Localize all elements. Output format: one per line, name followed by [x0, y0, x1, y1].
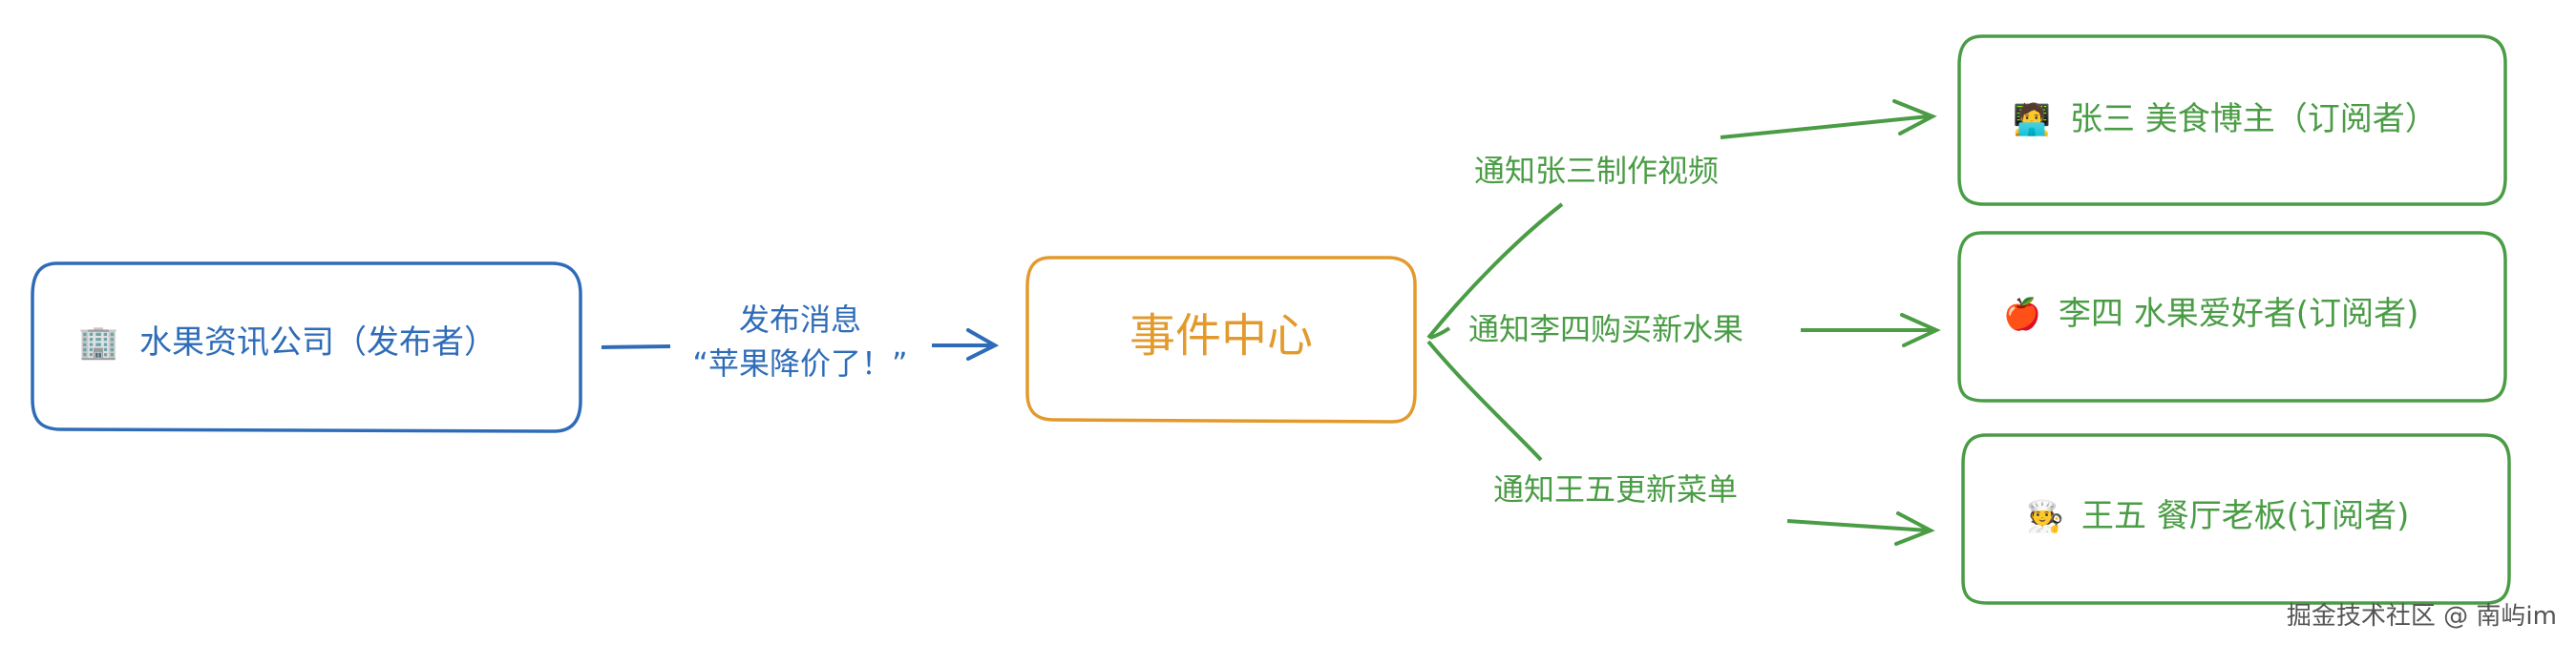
subscriber-label-wangwu: 王五 餐厅老板(订阅者) — [2081, 497, 2409, 535]
arrowhead-wangwu — [1894, 511, 1935, 546]
publish-edge-label-line2: “苹果降价了！” — [692, 345, 907, 382]
watermark: 掘金技术社区 @ 南屿im — [2286, 602, 2557, 631]
subscriber-node-lisi: 🍎 李四 水果爱好者(订阅者) — [1957, 231, 2507, 403]
edge-label-lisi: 通知李四购买新水果 — [1468, 311, 1743, 347]
event-center-label: 事件中心 — [1130, 309, 1313, 363]
subscriber-box-wangwu — [1961, 433, 2511, 605]
arrowhead-lisi — [1900, 313, 1941, 347]
subscriber-label-lisi: 李四 水果爱好者(订阅者) — [2059, 295, 2418, 333]
red-apple-icon: 🍎 — [2003, 296, 2041, 332]
edge-to-zhangsan-upper — [1720, 114, 1930, 139]
publisher-label: 水果资讯公司（发布者） — [139, 323, 496, 362]
subscriber-label-zhangsan: 张三 美食博主（订阅者） — [2070, 100, 2438, 138]
subscriber-box-zhangsan — [1957, 34, 2507, 206]
event-center-node: 事件中心 — [1025, 256, 1417, 424]
publish-arrowhead — [966, 328, 1000, 361]
publisher-box — [31, 261, 582, 433]
publisher-node: 🏢 水果资讯公司（发布者） — [31, 261, 582, 433]
edge-to-lisi-start — [1429, 326, 1451, 340]
arrowhead-zhangsan — [1892, 99, 1937, 135]
subscriber-box-lisi — [1957, 231, 2507, 403]
publish-edge-label-line1: 发布消息 — [739, 302, 861, 338]
publish-edge: 发布消息 “苹果降价了！” — [601, 302, 1000, 382]
fanout-edges: 通知张三制作视频 通知李四购买新水果 通知王五更新菜单 — [1426, 99, 1941, 546]
technologist-icon: 🧑‍💻 — [2013, 101, 2051, 137]
edge-to-zhangsan-lower — [1426, 202, 1564, 340]
event-center-box — [1025, 256, 1417, 424]
edge-label-wangwu: 通知王五更新菜单 — [1493, 471, 1738, 508]
cook-icon: 🧑‍🍳 — [2026, 498, 2064, 534]
subscriber-node-wangwu: 🧑‍🍳 王五 餐厅老板(订阅者) — [1961, 433, 2511, 605]
subscriber-node-zhangsan: 🧑‍💻 张三 美食博主（订阅者） — [1957, 34, 2507, 206]
office-building-icon: 🏢 — [78, 323, 118, 362]
edge-label-zhangsan: 通知张三制作视频 — [1474, 153, 1719, 189]
publish-edge-line-start — [601, 344, 671, 349]
edge-to-wangwu-end — [1786, 519, 1930, 532]
edge-to-wangwu-lower — [1426, 340, 1543, 462]
